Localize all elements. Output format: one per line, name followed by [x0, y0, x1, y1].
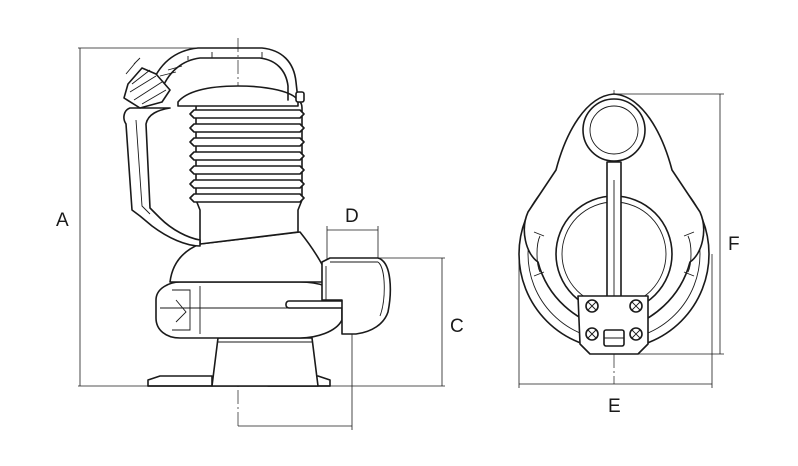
- label-f: F: [728, 234, 740, 255]
- carry-handle: [123, 47, 299, 247]
- cooling-fins: [189, 109, 305, 203]
- pump-side-view: [78, 38, 445, 430]
- pump-top-view: [518, 90, 724, 388]
- dimension-d: [326, 226, 379, 262]
- label-c: C: [450, 316, 464, 337]
- label-e: E: [608, 396, 621, 417]
- cable-entry: [123, 57, 305, 109]
- dimension-e: [518, 254, 713, 388]
- dimension-f: [616, 93, 724, 355]
- label-d: D: [345, 206, 359, 227]
- dimension-outlet-offset: [238, 320, 353, 430]
- label-a: A: [56, 210, 69, 231]
